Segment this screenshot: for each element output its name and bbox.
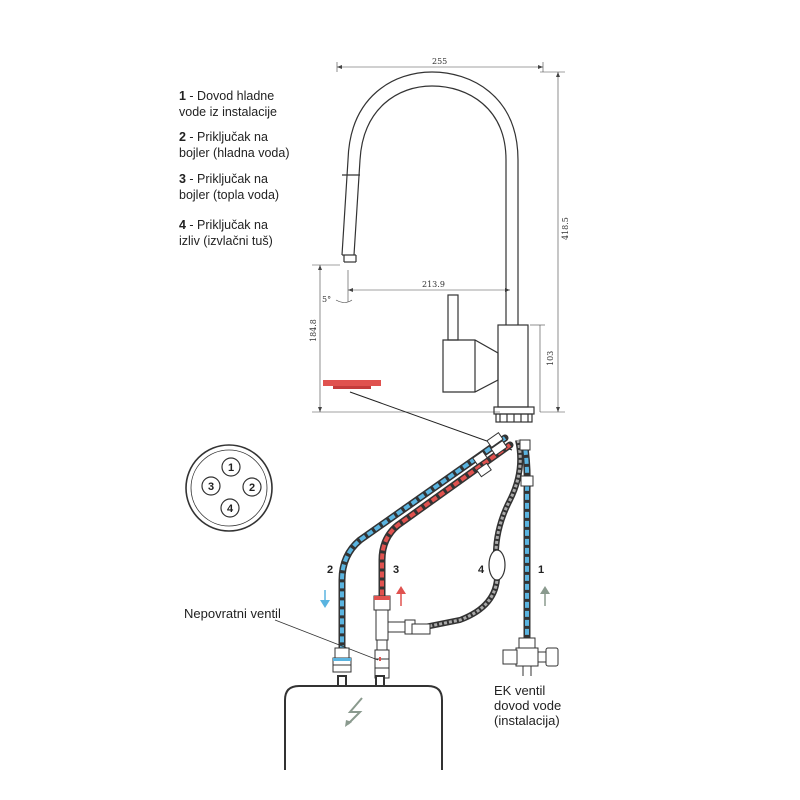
dim-arrow [337, 65, 342, 69]
dim-spout-height: 184.8 [309, 319, 318, 342]
lightning-icon [347, 697, 363, 725]
boiler [284, 675, 443, 770]
legend-item-2: 2 - Priključak na bojler (hladna voda) [179, 129, 290, 161]
legend-text-1b: vode iz instalacije [179, 105, 277, 119]
legend-number-1: 1 [179, 89, 186, 103]
legend-text-1a: - Dovod hladne [185, 89, 275, 103]
arrow-up-gray [540, 586, 550, 606]
ek-valve-line3: (instalacija) [494, 713, 560, 728]
dim-arrow [556, 407, 560, 412]
red-plate-base [333, 386, 371, 389]
arrow-up-red [396, 586, 406, 606]
connector-number-3: 3 [208, 481, 214, 493]
ek-valve-line1: EK ventil [494, 683, 546, 698]
dim-width-top: 255 [432, 57, 447, 66]
legend-number-3: 3 [179, 172, 186, 186]
dim-spout-reach: 213.9 [422, 280, 445, 289]
cold-fitting-mark [333, 658, 351, 661]
legend-number-4: 4 [179, 218, 186, 232]
legend-text-2a: - Priključak na [185, 130, 268, 144]
spout-hose-nut [411, 623, 431, 635]
hose-cold-boiler [338, 434, 509, 654]
hose-hot-boiler [378, 441, 514, 604]
dim-angle: 5° [322, 295, 331, 304]
lightning-arrowhead [345, 720, 352, 727]
dim-arrow [538, 65, 543, 69]
dim-base-height: 103 [546, 351, 555, 366]
check-valve-leader [274, 619, 379, 661]
legend-item-4: 4 - Priključak na izliv (izvlačni tuš) [179, 217, 273, 249]
dim-arrow [318, 265, 322, 270]
legend-item-1: 1 - Dovod hladne vode iz instalacije [179, 88, 277, 120]
legend-text-2b: bojler (hladna voda) [179, 146, 290, 160]
hose-fittings [472, 432, 534, 487]
legend-text-4b: izliv (izvlačni tuš) [179, 234, 273, 248]
connector-number-4: 4 [227, 503, 234, 515]
ek-valve-label: EK ventil dovod vode (instalacija) [494, 683, 561, 728]
hose-label-4: 4 [478, 564, 485, 576]
connector-circle [185, 444, 273, 532]
hose-label-3: 3 [393, 564, 399, 576]
hose-spout [409, 439, 524, 633]
hose-label-2: 2 [327, 564, 333, 576]
red-plate [323, 380, 381, 386]
ek-valve [502, 637, 559, 676]
hose-supply [520, 439, 531, 645]
dim-arrow [318, 407, 322, 412]
dim-arrow [348, 288, 353, 292]
check-valve-label: Nepovratni ventil [184, 606, 281, 621]
connector-number-2: 2 [249, 482, 255, 494]
legend-number-2: 2 [179, 130, 186, 144]
legend-text-3a: - Priključak na [185, 172, 268, 186]
dimension-lines [312, 62, 565, 413]
hot-fitting-mark [374, 596, 390, 600]
legend-text-4a: - Priključak na [185, 218, 268, 232]
dim-height-total: 418.5 [561, 217, 570, 240]
ek-valve-line2: dovod vode [494, 698, 562, 713]
leader-line [349, 391, 513, 451]
cold-boiler-fitting [332, 647, 352, 673]
hose-label-1: 1 [538, 564, 544, 576]
arrow-down-blue [320, 590, 330, 608]
dim-arrow [556, 72, 560, 77]
legend-item-3: 3 - Priključak na bojler (topla voda) [179, 171, 279, 203]
connector-number-1: 1 [228, 462, 234, 474]
faucet-body [341, 71, 535, 423]
legend-text-3b: bojler (topla voda) [179, 188, 280, 202]
check-valve-assembly [373, 595, 416, 679]
